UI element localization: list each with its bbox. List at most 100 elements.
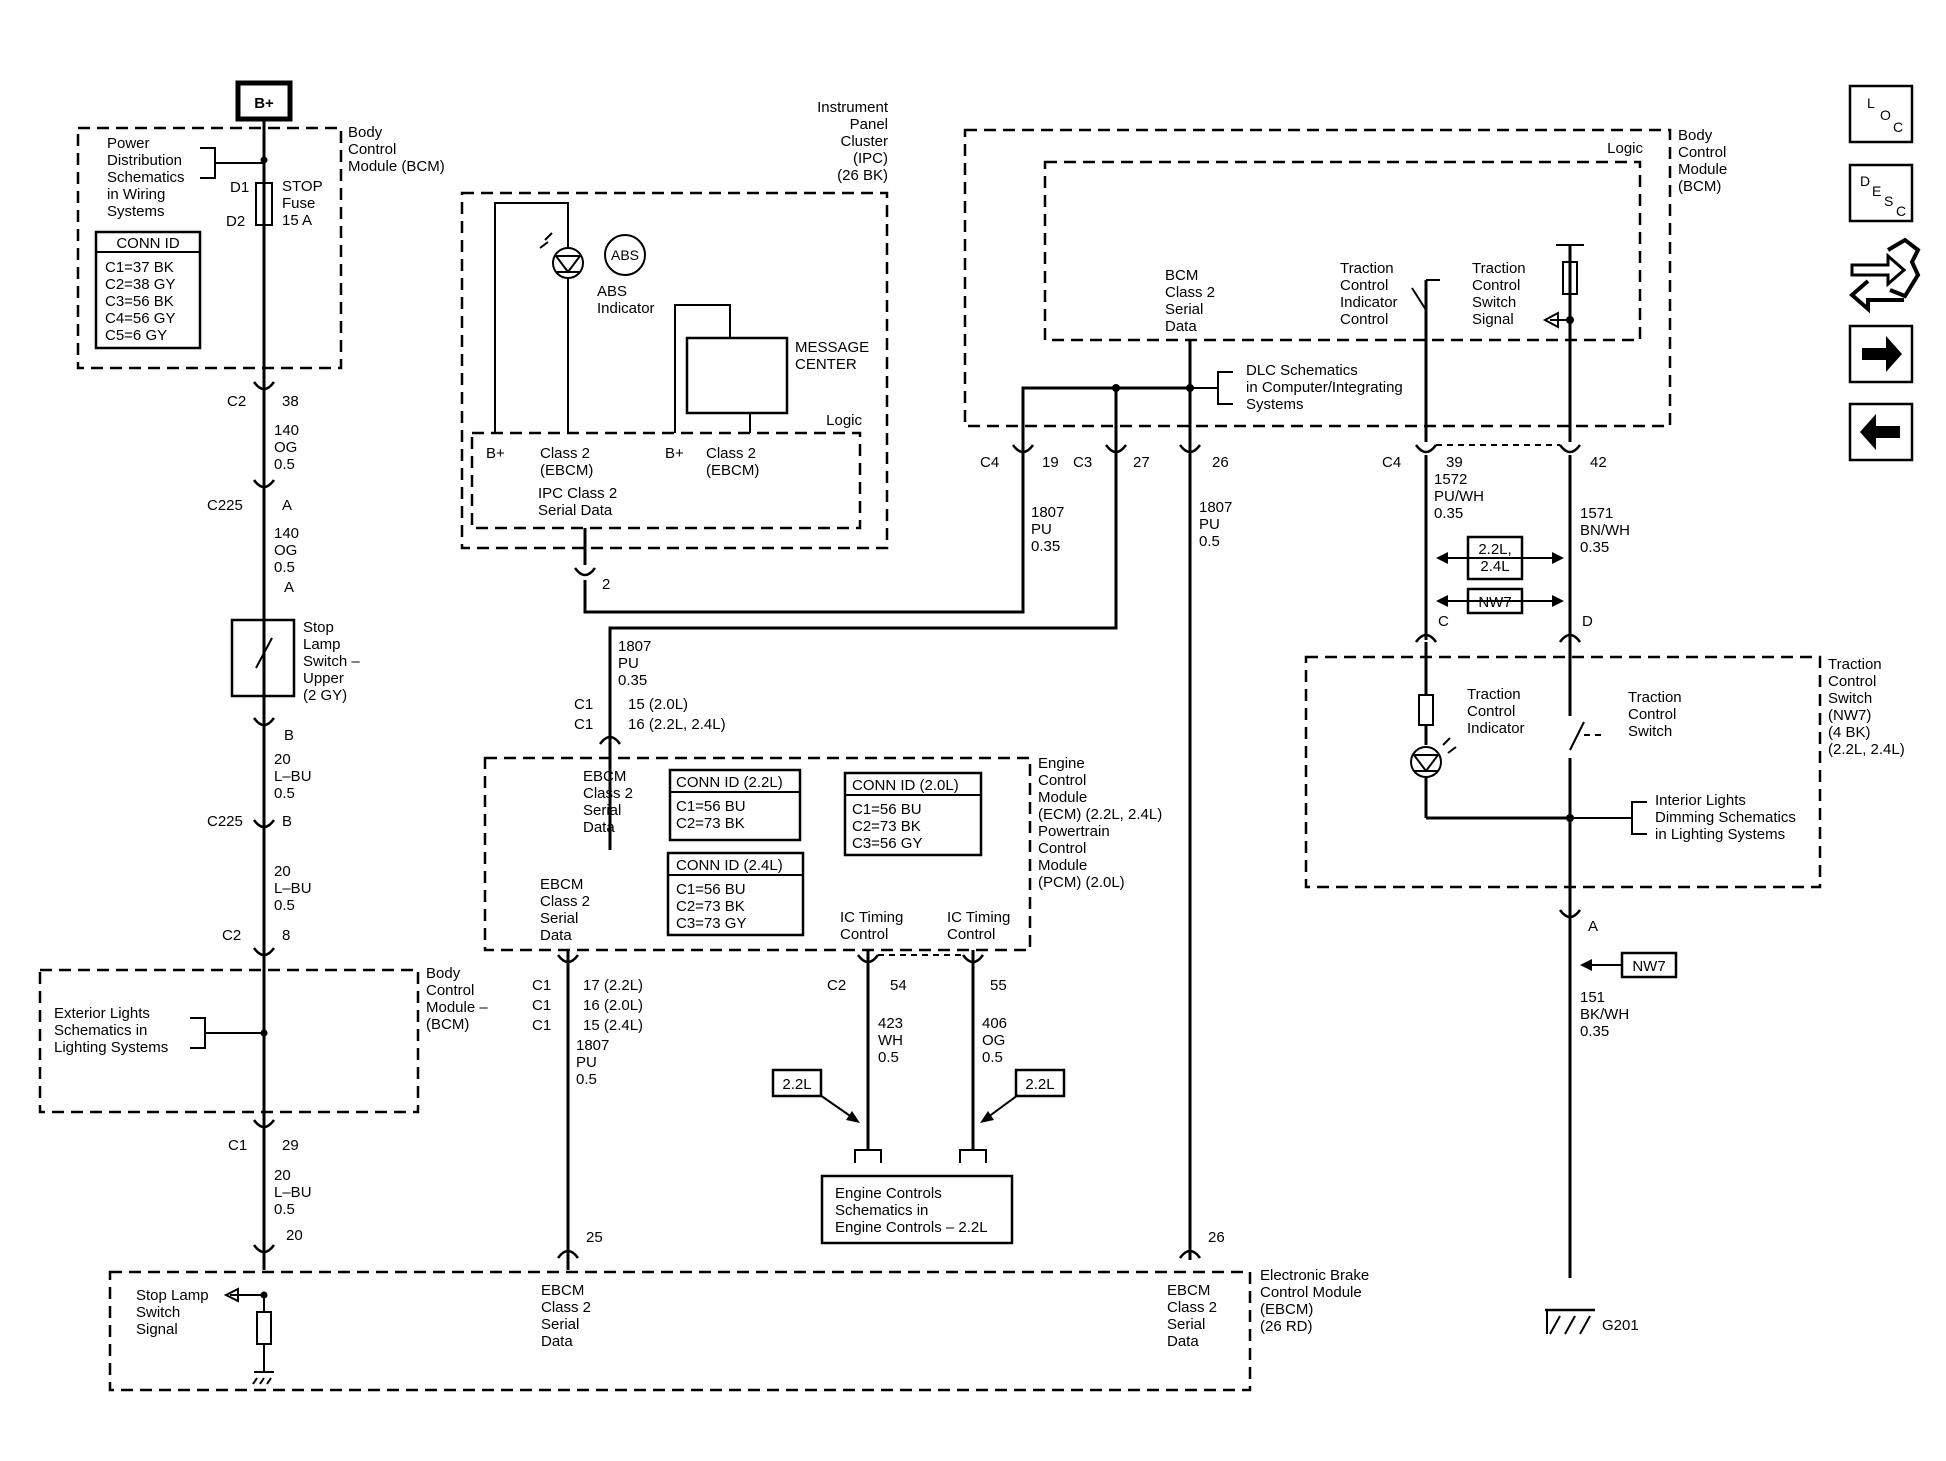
diagram-label: Indicator [1467,720,1525,737]
diagram-label: (2 GY) [303,687,347,704]
diagram-label: C3=73 GY [676,915,746,932]
diagram-label: C1 [228,1137,247,1154]
diagram-label: Serial [583,802,621,819]
diagram-label: 0.35 [1580,1023,1609,1040]
diagram-label: 2.4L [1480,558,1509,575]
diagram-label: 42 [1590,454,1607,471]
diagram-label: 15 (2.4L) [583,1017,643,1034]
diagram-label: (26 BK) [837,167,888,184]
diagram-label: in Wiring [107,186,165,203]
diagram-label: Data [540,927,572,944]
diagram-label: OG [274,542,297,559]
diagram-label: (PCM) (2.0L) [1038,874,1125,891]
diagram-label: Module (BCM) [348,158,445,175]
diagram-label: Control [1038,840,1086,857]
diagram-label: Interior Lights [1655,792,1746,809]
diagram-label: Cluster [840,133,888,150]
diagram-label: (IPC) [853,150,888,167]
diagram-label: 0.35 [1031,538,1060,555]
diagram-label: C1=37 BK [105,259,174,276]
diagram-label: Switch [1828,690,1872,707]
diagram-label: Traction [1340,260,1394,277]
diagram-label: B [284,727,294,744]
diagram-label: Class 2 [540,893,590,910]
diagram-label: (2.2L, 2.4L) [1828,741,1905,758]
diagram-label: (NW7) [1828,707,1871,724]
diagram-label: 0.5 [274,897,295,914]
diagram-label: Control [947,926,995,943]
diagram-label: ABS [611,247,639,263]
diagram-label: (BCM) [1678,178,1721,195]
diagram-label: PU [1031,521,1052,538]
diagram-label: S [1884,193,1893,209]
diagram-label: 2.2L [1025,1076,1054,1093]
diagram-label: 38 [282,393,299,410]
diagram-label: Traction [1628,689,1682,706]
arrow-left-icon [1860,414,1900,450]
diagram-label: E [1872,183,1881,199]
low-wire-labels: C1 C1 C1 17 (2.2L) 16 (2.0L) 15 (2.4L) 1… [532,977,1225,1246]
message-center-icon [685,336,789,415]
back-button[interactable] [1848,402,1914,462]
tc-indicator-resistor-icon [1418,694,1434,726]
diagram-label: B [282,813,292,830]
diagram-label: 16 (2.0L) [583,997,643,1014]
desc-button[interactable]: D E S C [1848,163,1914,223]
diagram-label: C4=56 GY [105,310,175,327]
diagram-label: Traction [1467,686,1521,703]
loc-button[interactable]: L O C [1848,84,1914,144]
diagram-label: Data [583,819,615,836]
diagram-label: 0.35 [1434,505,1463,522]
diagram-label: Control [1828,673,1876,690]
diagram-label: EBCM [583,768,626,785]
tag-2-2l-left [771,1068,823,1098]
tc-switch-resistor-icon [1562,261,1578,295]
diagram-label: Class 2 [1167,1299,1217,1316]
diagram-label: 16 (2.2L, 2.4L) [628,716,726,733]
diagram-label: (26 RD) [1260,1318,1313,1335]
diagram-label: 39 [1446,454,1463,471]
ground-icon [252,1295,274,1385]
diagram-label: 1807 [1031,504,1064,521]
diagram-label: 2 [602,576,610,593]
diagram-label: L [1867,95,1875,111]
diagram-label: Indicator [597,300,655,317]
diagram-label: C3=56 BK [105,293,174,310]
diagram-label: C [1896,203,1906,219]
diagram-label: A [284,579,294,596]
diagram-label: Control [426,982,474,999]
diagram-label: EBCM [540,876,583,893]
diagram-label: Class 2 [540,445,590,462]
left-wire-labels: C2 38 140 OG 0.5 C225 A 140 OG 0.5 A Sto… [207,393,360,1244]
diagram-label: Logic [1607,140,1643,157]
bcm-exterior-lights: Body Control Module – (BCM) Exterior Lig… [38,965,488,1114]
diagram-label: ABS [597,283,627,300]
diagram-label: 0.5 [274,1201,295,1218]
diagram-label: C1 [532,1017,551,1034]
left-connectors [252,381,276,1254]
tools-button[interactable] [1848,237,1921,314]
diagram-label: 140 [274,422,299,439]
diagram-label: C1 [574,716,593,733]
diagram-label: C [1438,613,1449,630]
diagram-label: Dimming Schematics [1655,809,1796,826]
diagram-label: Module – [426,999,488,1016]
ipc-module: Instrument Panel Cluster (IPC) (26 BK) A… [460,99,889,593]
diagram-label: B+ [486,445,505,462]
diagram-label: C4 [980,454,999,471]
diagram-label: Data [541,1333,573,1350]
diagram-label: C2=73 BK [852,818,921,835]
diagram-label: 140 [274,525,299,542]
diagram-label: Stop [303,619,334,636]
diagram-label: 17 (2.2L) [583,977,643,994]
diagram-label: 423 [878,1015,903,1032]
diagram-label: Control [1628,706,1676,723]
diagram-label: Engine Controls – 2.2L [835,1219,988,1236]
diagram-label: OG [274,439,297,456]
diagram-label: Electronic Brake [1260,1267,1369,1284]
next-button[interactable] [1848,324,1914,384]
diagram-label: A [1588,918,1598,935]
diagram-label: Class 2 [706,445,756,462]
diagram-label: Control [1340,277,1388,294]
diagram-label: BN/WH [1580,522,1630,539]
